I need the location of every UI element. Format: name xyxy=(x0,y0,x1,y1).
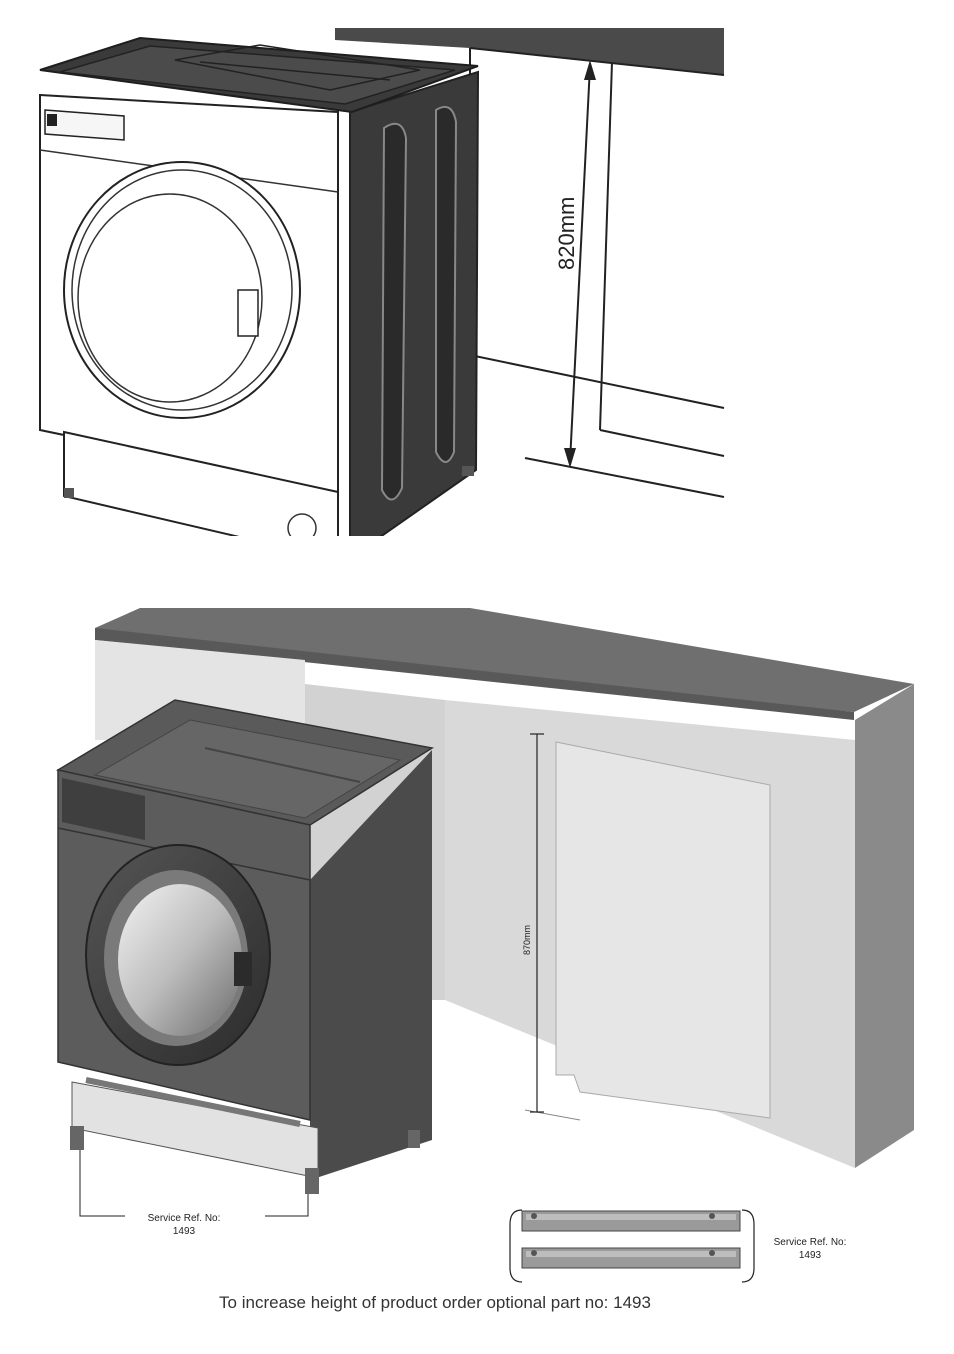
left-service-callout: Service Ref. No: 1493 xyxy=(79,1150,309,1237)
left-service-ref-number: 1493 xyxy=(173,1226,196,1237)
washing-machine-bottom xyxy=(55,699,435,1194)
height-dimension-820: 820mm xyxy=(554,60,596,468)
height-dimension-870: 870mm xyxy=(522,733,544,1113)
plinth-rail-upper xyxy=(521,1210,741,1232)
optional-part-callout: Service Ref. No: 1493 xyxy=(509,1209,847,1283)
height-label-870: 870mm xyxy=(522,925,532,955)
figure-caption: To increase height of product order opti… xyxy=(219,1293,651,1312)
right-service-ref-label: Service Ref. No: xyxy=(774,1237,847,1248)
left-service-ref-label: Service Ref. No: xyxy=(148,1213,221,1224)
plinth-rail-lower xyxy=(521,1247,741,1269)
washing-machine-top xyxy=(39,36,480,562)
right-service-ref-number: 1493 xyxy=(799,1250,822,1261)
height-label-820: 820mm xyxy=(554,197,579,270)
